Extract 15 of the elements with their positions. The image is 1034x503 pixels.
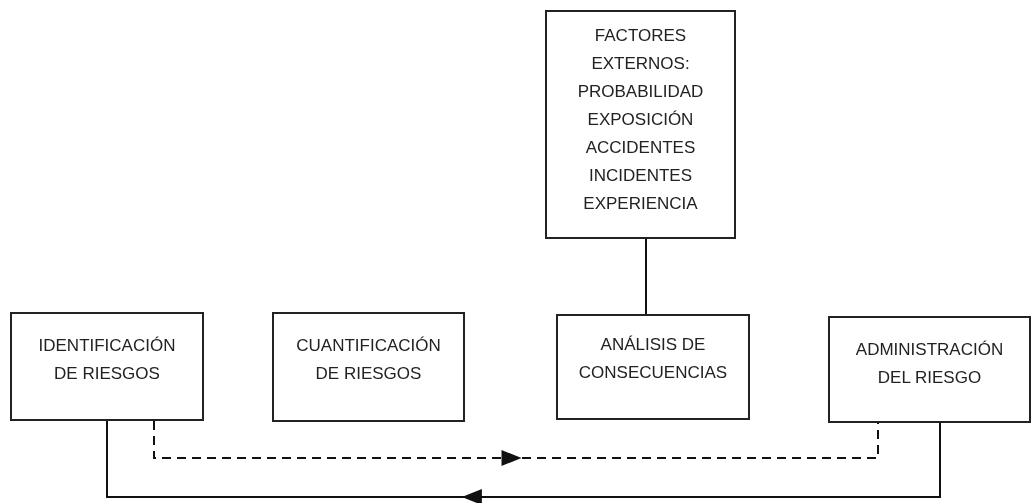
box-label: IDENTIFICACIÓN DE RIESGOS [37,335,177,385]
factor-item: EXPERIENCIA [583,193,698,215]
factor-item: EXPOSICIÓN [587,109,694,131]
factors-box [545,10,736,239]
factor-item: ACCIDENTES [585,137,696,159]
process-box [10,312,204,421]
process-box [556,314,750,420]
box-label: CUANTIFICACIÓN DE RIESGOS [295,335,442,385]
factor-item: INCIDENTES [589,165,692,187]
process-box [828,316,1031,423]
process-box [272,312,465,422]
factor-item: PROBABILIDAD [577,81,704,103]
box-heading: FACTORES EXTERNOS: [590,25,691,75]
box-label: ADMINISTRACIÓN DEL RIESGO [854,339,1005,389]
box-label: ANÁLISIS DE CONSECUENCIAS [577,334,729,384]
